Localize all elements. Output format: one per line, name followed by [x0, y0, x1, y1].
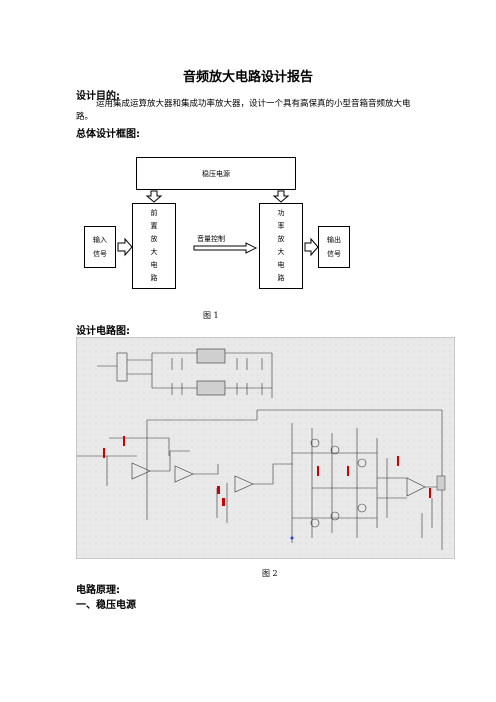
input-signal-label-1: 输入 — [93, 236, 107, 244]
purpose-text-line2: 路。 — [76, 112, 94, 122]
power-amp-char: 电 — [277, 261, 285, 269]
power-supply-label: 稳压电源 — [202, 169, 230, 178]
purpose-heading: 设计目的: — [76, 91, 120, 102]
power-amp-char: 路 — [277, 274, 285, 282]
page-title: 音频放大电路设计报告 — [182, 70, 313, 85]
circuit-schematic — [76, 337, 455, 559]
figure1-caption: 图 1 — [203, 311, 219, 320]
down-arrow-icon — [272, 190, 290, 203]
block-diagram: 稳压电源 输入 信号 前 置 放 大 电 路 功 率 放 大 电 路 输出 信号… — [76, 150, 376, 290]
circuit-heading: 设计电路图: — [76, 326, 130, 337]
diagram-arrows — [117, 190, 319, 257]
power-supply-box: 稳压电源 — [136, 157, 296, 190]
down-arrow-icon — [145, 190, 163, 203]
power-amp-box: 功 率 放 大 电 路 — [259, 203, 303, 289]
input-signal-box: 输入 信号 — [84, 226, 116, 268]
schematic-drawing — [77, 338, 454, 558]
block-diagram-heading: 总体设计框图: — [76, 129, 140, 140]
right-arrow-icon — [304, 237, 319, 257]
output-signal-label-2: 信号 — [327, 250, 341, 258]
power-amp-char: 大 — [277, 248, 285, 256]
power-amp-char: 放 — [277, 235, 285, 243]
power-amp-char: 率 — [277, 222, 285, 230]
preamp-char: 置 — [150, 222, 158, 230]
right-arrow-icon — [117, 237, 133, 257]
output-signal-label-1: 输出 — [327, 236, 341, 244]
preamp-char: 大 — [150, 248, 158, 256]
principle-heading: 电路原理: — [76, 585, 120, 596]
preamp-char: 放 — [150, 235, 158, 243]
figure2-caption: 图 2 — [262, 569, 278, 578]
preamp-box: 前 置 放 大 电 路 — [132, 203, 176, 289]
preamp-char: 路 — [150, 274, 158, 282]
power-supply-subheading: 一、稳压电源 — [76, 600, 136, 611]
power-amp-char: 功 — [277, 209, 285, 217]
long-arrow-icon — [193, 242, 258, 254]
volume-control-label: 音量控制 — [197, 235, 225, 243]
preamp-char: 前 — [150, 209, 158, 217]
input-signal-label-2: 信号 — [93, 250, 107, 258]
output-signal-box: 输出 信号 — [318, 226, 350, 268]
preamp-char: 电 — [150, 261, 158, 269]
purpose-text-line1: 运用集成运算放大器和集成功率放大器，设计一个具有高保真的小型音箱音频放大电 — [96, 99, 411, 109]
